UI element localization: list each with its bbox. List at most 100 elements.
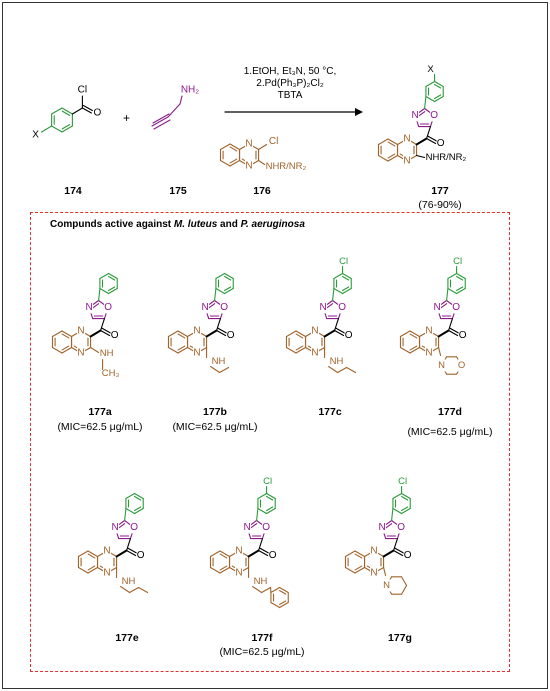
alkyne-bond bbox=[151, 116, 169, 127]
oxazole-double-bond bbox=[439, 303, 448, 310]
atom-mask bbox=[104, 301, 113, 314]
atom-mask bbox=[245, 160, 254, 172]
quinoxaline-benzene-bond bbox=[295, 330, 307, 338]
atom-mask bbox=[245, 138, 254, 150]
atom-mask bbox=[436, 137, 445, 150]
oxazole-link bbox=[258, 538, 264, 552]
carbonyl-oxygen: O bbox=[269, 550, 277, 561]
quinoxaline-benzene-bond bbox=[377, 138, 389, 146]
chlorine-atom: Cl bbox=[269, 136, 278, 147]
aryl-bond bbox=[447, 272, 458, 280]
alkyl-bond bbox=[120, 585, 131, 594]
quinoxaline-benzene-bond bbox=[51, 346, 63, 354]
atom-mask bbox=[110, 329, 119, 342]
quinoxaline-benzene-bond bbox=[167, 330, 179, 338]
aryl-link bbox=[391, 507, 394, 522]
nitrogen-atom: N bbox=[311, 348, 318, 359]
aryl-bond bbox=[434, 94, 442, 100]
atom-mask bbox=[425, 347, 434, 359]
aryl-bond bbox=[392, 492, 403, 500]
aryl-bond bbox=[456, 272, 466, 280]
atom-mask bbox=[452, 301, 461, 314]
nitrogen-atom: N bbox=[235, 546, 242, 557]
condition-line-1: 1.EtOH, Et₃N, 50 °C, bbox=[243, 66, 337, 77]
atom-mask bbox=[193, 325, 202, 337]
quinoxaline-benzene-bond bbox=[77, 566, 89, 574]
carbonyl-bond bbox=[427, 135, 438, 142]
nitrogen-atom: N bbox=[193, 348, 200, 359]
atom-mask bbox=[311, 347, 320, 359]
ring-bond bbox=[401, 576, 408, 587]
quinoxaline-benzene-bond bbox=[177, 345, 186, 351]
nitrogen-atom: N bbox=[378, 522, 385, 533]
aryl-bond bbox=[125, 507, 136, 515]
active-compounds-box bbox=[30, 212, 510, 672]
atom-mask bbox=[262, 521, 271, 534]
quinoxaline-benzene-bond bbox=[295, 346, 307, 354]
ring-oxygen: O bbox=[458, 360, 465, 371]
title-organism-1: M. luteus bbox=[173, 219, 218, 230]
amine-bond bbox=[90, 346, 100, 354]
quinoxaline-benzene-bond bbox=[409, 330, 421, 338]
acyl-oxygen: O bbox=[94, 108, 102, 119]
nitrogen-atom: N bbox=[77, 326, 84, 337]
quinoxaline-benzene-bond bbox=[177, 330, 189, 338]
benzyl-ring-bond bbox=[279, 589, 287, 595]
carbonyl-bond bbox=[100, 329, 111, 337]
nitrogen-atom: N bbox=[319, 302, 326, 313]
oxygen-atom: O bbox=[430, 110, 438, 121]
atom-mask bbox=[378, 521, 387, 534]
quinoxaline-benzene-bond bbox=[167, 346, 179, 354]
atom-mask bbox=[382, 579, 391, 592]
alkyl-bond bbox=[219, 366, 230, 374]
carbonyl-oxygen: O bbox=[345, 330, 353, 341]
carbonyl-bond bbox=[89, 329, 102, 338]
x-substituent: X bbox=[32, 130, 39, 141]
quinoxaline-benzene-bond bbox=[61, 333, 70, 339]
aryl-link bbox=[256, 507, 259, 522]
alkyl-bond bbox=[261, 586, 272, 594]
quinoxaline-benzene-bond bbox=[387, 154, 399, 162]
alkyl-bond bbox=[328, 365, 339, 374]
quinoxaline-benzene-bond bbox=[177, 346, 189, 354]
reaction-conditions: 1.EtOH, Et₃N, 50 °C, 2.Pd(Ph₃P)₂Cl₂ TBTA bbox=[244, 66, 337, 102]
x-bond bbox=[41, 125, 53, 133]
quinoxaline-benzene-bond bbox=[77, 550, 89, 558]
reagent-174-ring-bond bbox=[61, 125, 73, 133]
aryl-bond bbox=[215, 272, 226, 280]
atom-mask bbox=[433, 301, 442, 314]
quinoxaline-benzene-bond bbox=[344, 550, 356, 558]
aryl-bond bbox=[224, 287, 234, 295]
atom-mask bbox=[226, 329, 235, 342]
quinoxaline-benzene-bond bbox=[229, 146, 238, 152]
mic-177d: (MIC=62.5 μg/mL) bbox=[407, 426, 493, 438]
atom-mask bbox=[103, 545, 112, 557]
oxazole-double-bond bbox=[207, 303, 216, 310]
chlorine-atom: Cl bbox=[263, 476, 272, 487]
atom-mask bbox=[338, 301, 347, 314]
carbonyl-bond bbox=[127, 547, 138, 554]
amine-bond bbox=[258, 159, 266, 166]
quinoxaline-benzene-bond bbox=[219, 159, 231, 167]
carbonyl-bond bbox=[205, 329, 218, 338]
atom-mask bbox=[430, 109, 439, 122]
aryl-bond bbox=[266, 507, 276, 515]
nitrogen-atom: N bbox=[403, 134, 410, 145]
amine-text: NHR/NR₂ bbox=[266, 161, 307, 172]
atom-mask bbox=[403, 133, 412, 145]
chloro-bond bbox=[258, 143, 268, 151]
benzyl-ring-bond bbox=[279, 586, 289, 594]
aryl-bond bbox=[401, 495, 409, 501]
oxygen-atom: O bbox=[262, 522, 270, 533]
atom-mask bbox=[193, 347, 202, 359]
label-177a: 177a bbox=[88, 406, 112, 418]
chlorine-atom: Cl bbox=[398, 476, 407, 487]
quinoxaline-benzene-bond bbox=[219, 566, 231, 574]
acyl-bond bbox=[71, 107, 83, 115]
oxazole-double-bond bbox=[325, 303, 334, 310]
ch2-bond bbox=[179, 95, 183, 105]
quinoxaline-benzene-bond bbox=[295, 333, 304, 339]
alkyl-bond bbox=[337, 366, 348, 374]
